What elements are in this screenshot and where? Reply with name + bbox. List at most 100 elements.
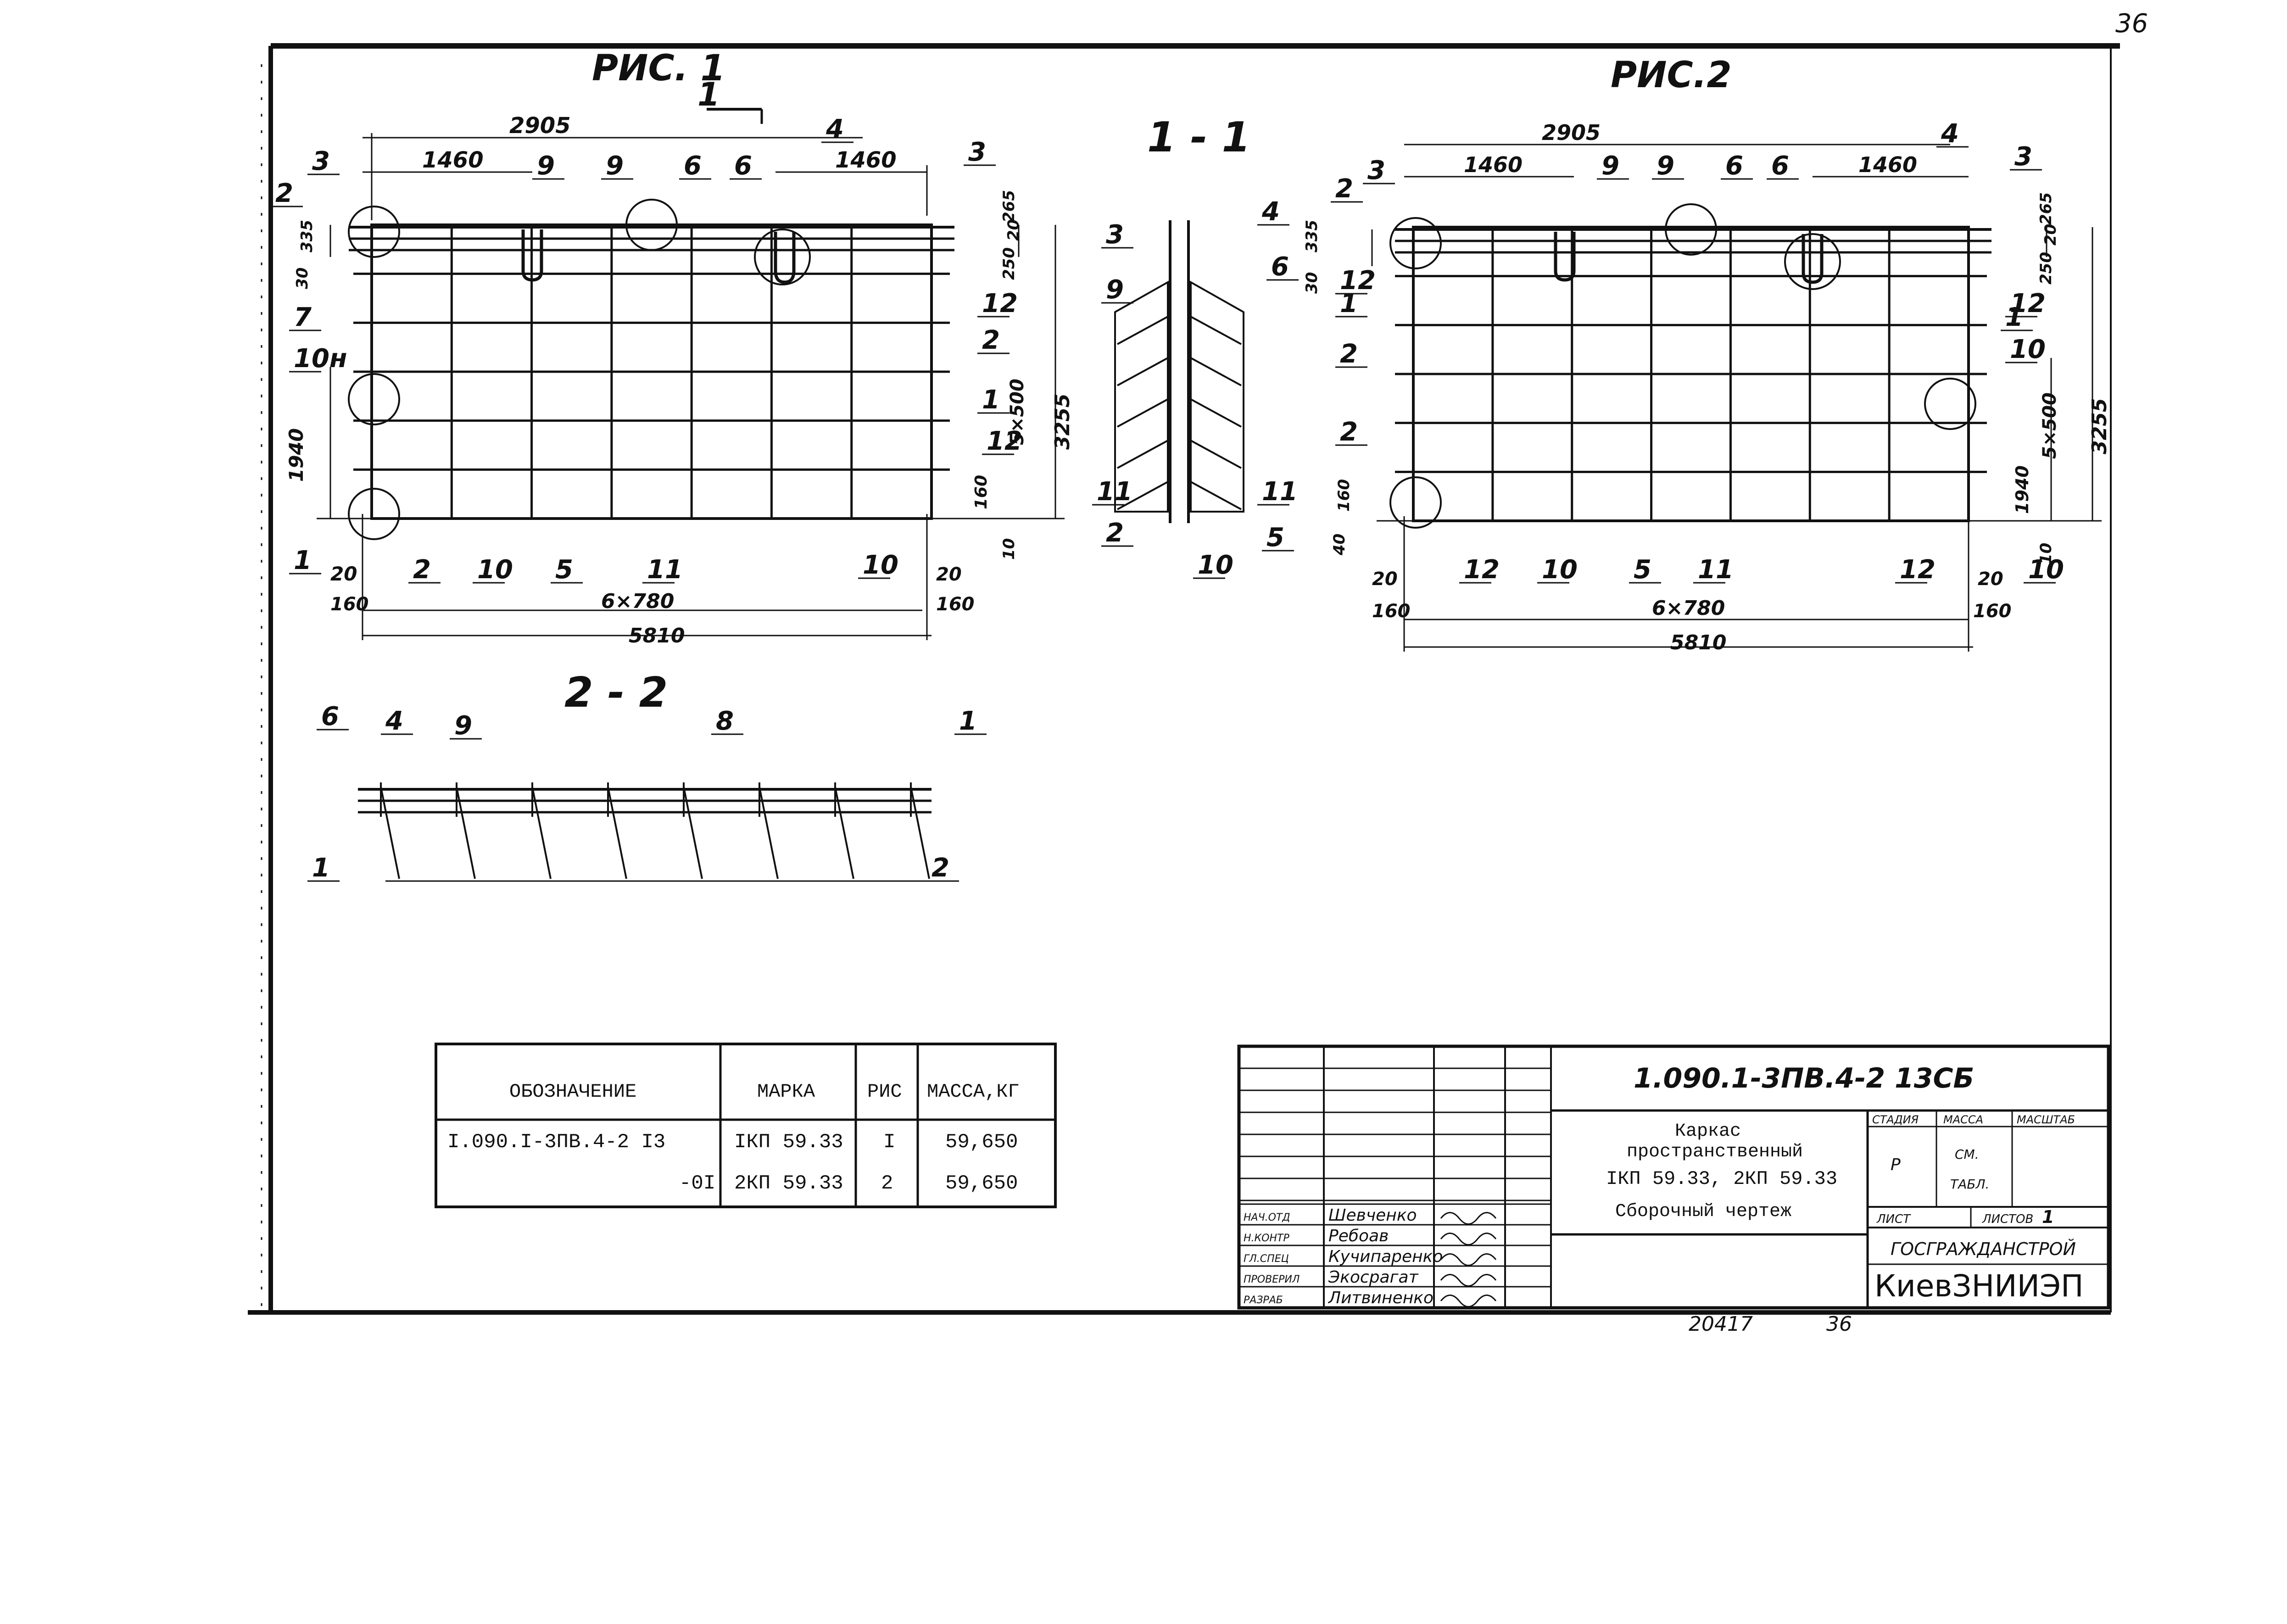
position-label: 6 (1725, 151, 1743, 181)
tb-title-line2: пространственный (1627, 1142, 1803, 1162)
tb-title-line4: Сборочный чертеж (1615, 1201, 1791, 1222)
position-label: 1 (312, 853, 330, 883)
tb-doc-code: 1.090.1-3ПВ.4-2 13СБ (1634, 1062, 1974, 1094)
hatch-line (1117, 398, 1168, 428)
position-label: 12 (1464, 555, 1500, 585)
position-label: 10 (2028, 555, 2064, 585)
fig2-dim-20: 20 (2042, 224, 2060, 246)
spec-row1-fig: I (883, 1131, 895, 1154)
hatch-line (1190, 357, 1242, 386)
fig1-dim-20: 20 (1004, 219, 1023, 241)
position-label: 2 (982, 325, 1000, 355)
fig1-dim-160: 160 (972, 475, 991, 509)
fig2-dim-bottom-160-left: 160 (1372, 601, 1411, 622)
fig2-dim-pitch: 5×500 (2039, 392, 2060, 459)
tb-mass-header: МАССА (1943, 1113, 1983, 1126)
position-label: 12 (2010, 289, 2046, 318)
signature-name: Ребоав (1328, 1227, 1389, 1245)
position-label: 12 (1340, 266, 1376, 296)
position-label: 6 (684, 151, 702, 181)
position-label: 10 (2010, 335, 2046, 364)
hatch-line (1190, 481, 1242, 510)
fig1-dim-total-length: 5810 (629, 624, 685, 647)
position-label: 6 (321, 702, 339, 731)
position-label: 4 (385, 706, 403, 736)
position-label: 8 (716, 706, 734, 736)
spec-header-fig: РИС (867, 1081, 902, 1103)
footer-page: 36 (1826, 1312, 1852, 1336)
handwritten-signature (1440, 1274, 1497, 1287)
position-label: 3 (1367, 156, 1385, 185)
handwritten-signature (1440, 1212, 1497, 1225)
fig2-dim-160: 160 (1335, 479, 1353, 512)
fig1-dim-bottom-20: 20 (330, 563, 357, 585)
position-label: 10н (294, 344, 347, 374)
stirrup-section (759, 787, 779, 879)
position-label: 2 (1340, 339, 1358, 369)
position-label: 3 (968, 137, 986, 167)
spec-header-mass: МАССА,КГ (927, 1081, 1020, 1103)
position-label: 3 (2014, 142, 2032, 172)
fig2-dim-265: 265 (2037, 192, 2055, 225)
fig1-dim-pitch: 5×500 (1007, 379, 1028, 445)
hatch-line (1117, 316, 1168, 345)
fig1-dim-bottom-160-right: 160 (936, 594, 975, 615)
fig2-dim-height: 3255 (2088, 398, 2111, 454)
tb-sheets-value: 1 (2042, 1207, 2054, 1227)
fig1-dim-265: 265 (1000, 190, 1018, 223)
position-label: 9 (454, 711, 472, 741)
position-label: 12 (987, 426, 1022, 456)
tb-stage-header: СТАДИЯ (1872, 1113, 1919, 1126)
fig2-grid (1395, 227, 1987, 521)
stirrup-section (380, 787, 400, 879)
position-label: 6 (734, 151, 752, 181)
stirrup-section (531, 787, 552, 879)
position-label: 9 (606, 151, 624, 181)
fig2-dim-total-length: 5810 (1670, 631, 1726, 654)
tb-sheet-label: ЛИСТ (1876, 1212, 1911, 1226)
position-label: 4 (826, 114, 844, 144)
position-label: 12 (982, 289, 1018, 318)
hatch-line (1190, 440, 1242, 469)
tb-org-line1: ГОСГРАЖДАНСТРОЙ (1891, 1239, 2076, 1259)
hatch-line (1117, 440, 1168, 469)
spec-row2-designation: -0I (679, 1172, 715, 1195)
hatch-line (1117, 357, 1168, 386)
stirrup-section (683, 787, 703, 879)
position-label: 2 (1340, 417, 1358, 447)
position-label: 10 (1542, 555, 1578, 585)
fig2-dim-335: 335 (1303, 220, 1321, 252)
signature-role: ГЛ.СПЕЦ (1244, 1253, 1289, 1265)
spec-row2-mark: 2КП 59.33 (734, 1172, 843, 1195)
position-label: 9 (1601, 151, 1619, 181)
spec-row1-mark: IКП 59.33 (734, 1131, 843, 1154)
position-label: 1 (982, 385, 1000, 415)
handwritten-signature (1440, 1253, 1497, 1266)
position-label: 3 (1106, 220, 1124, 250)
fig1-dim-top-total: 2905 (509, 113, 571, 139)
position-label: 3 (312, 146, 330, 176)
signature-role: НАЧ.ОТД (1244, 1212, 1290, 1223)
spec-row2-fig: 2 (881, 1172, 893, 1195)
page-number: 36 (2115, 9, 2148, 39)
position-label: 6 (1771, 151, 1789, 181)
fig2-title: РИС.2 (1611, 55, 1732, 96)
spec-row2-mass: 59,650 (945, 1172, 1018, 1195)
figure-1: РИС. 1 1 (271, 48, 1074, 647)
position-label: 2 (1335, 174, 1353, 204)
position-label: 5 (1634, 555, 1651, 585)
position-label: 1 (294, 546, 312, 575)
fig1-dim-10: 10 (1000, 538, 1018, 560)
fig2-dim-1940: 1940 (2012, 465, 2032, 514)
hatch-line (1190, 398, 1242, 428)
fig2-dim-bottom-160-right: 160 (1973, 601, 2012, 622)
title-block: 1.090.1-3ПВ.4-2 13СБ Каркас пространстве… (1237, 1044, 2110, 1310)
spec-header-designation: ОБОЗНАЧЕНИЕ (509, 1081, 636, 1103)
position-label: 10 (1198, 550, 1233, 580)
signature-role: РАЗРАБ (1244, 1295, 1283, 1306)
spec-row1-mass: 59,650 (945, 1131, 1018, 1154)
